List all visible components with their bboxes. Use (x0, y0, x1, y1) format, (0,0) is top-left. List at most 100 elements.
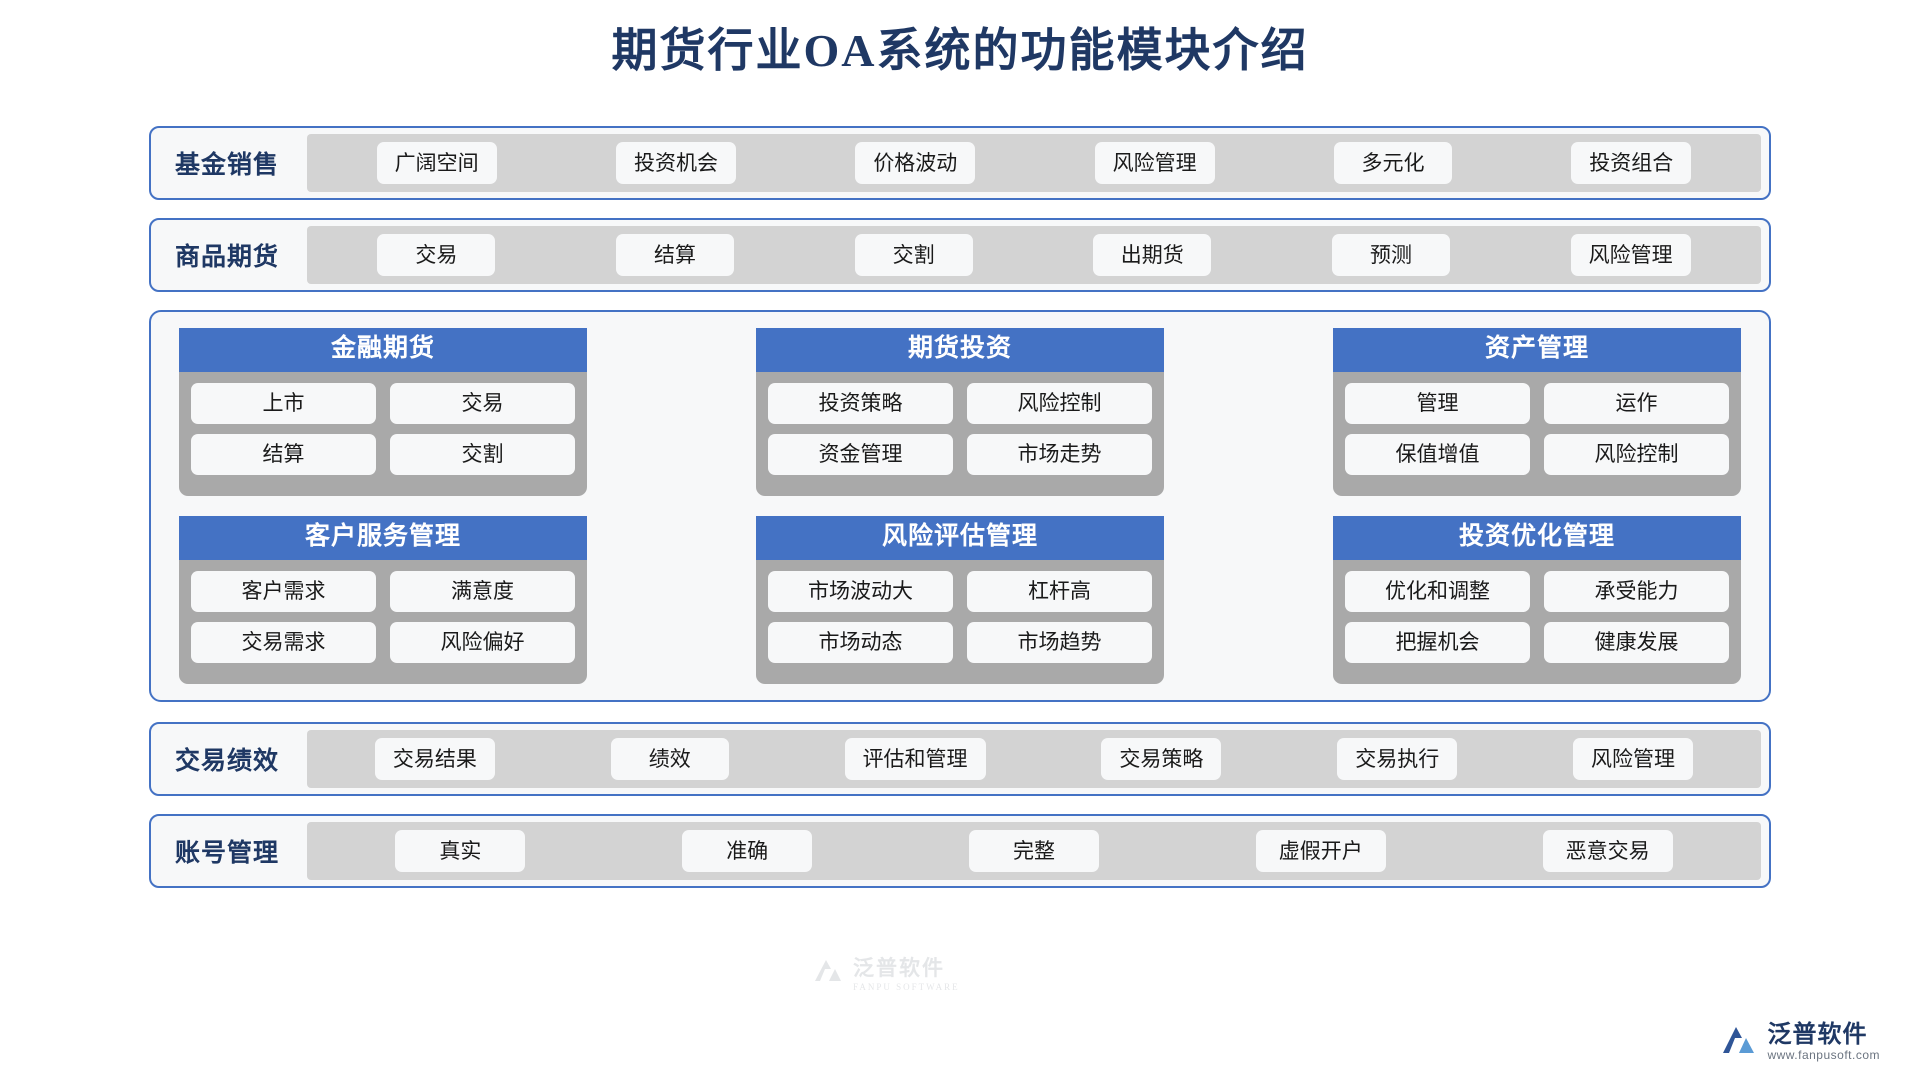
card-financial-futures[interactable]: 金融期货 上市 交易 结算 交割 (179, 328, 587, 496)
chip-commodity-0[interactable]: 交易 (377, 233, 496, 277)
chip-performance-2[interactable]: 评估和管理 (844, 737, 986, 781)
chip-fund-4[interactable]: 多元化 (1333, 141, 1452, 185)
card-chip-2[interactable]: 资金管理 (768, 433, 953, 476)
row-strip-account-management: 真实 准确 完整 虚假开户 恶意交易 (307, 822, 1761, 880)
chip-performance-3[interactable]: 交易策略 (1101, 737, 1222, 781)
card-line: 结算 交割 (191, 433, 575, 476)
card-asset-management[interactable]: 资产管理 管理 运作 保值增值 风险控制 (1333, 328, 1741, 496)
card-chip-0[interactable]: 投资策略 (768, 382, 953, 424)
card-chip-1[interactable]: 交易 (390, 382, 575, 424)
chip-performance-1[interactable]: 绩效 (610, 737, 729, 781)
chip-account-0[interactable]: 真实 (395, 829, 526, 873)
card-title-investment-optimization-management: 投资优化管理 (1333, 516, 1741, 560)
card-line: 上市 交易 (191, 382, 575, 424)
card-chip-1[interactable]: 风险控制 (967, 382, 1152, 424)
card-line: 市场波动大 杠杆高 (768, 570, 1152, 612)
row-commodity-futures: 商品期货 交易 结算 交割 出期货 预测 风险管理 (149, 218, 1771, 292)
card-chip-2[interactable]: 交易需求 (191, 621, 376, 664)
brand-url: www.fanpusoft.com (1767, 1047, 1880, 1062)
card-chip-0[interactable]: 优化和调整 (1345, 570, 1530, 612)
module-grid-row-1: 金融期货 上市 交易 结算 交割 期货投资 (179, 328, 1741, 496)
chip-fund-2[interactable]: 价格波动 (855, 141, 976, 185)
card-title-asset-management: 资产管理 (1333, 328, 1741, 372)
card-body-risk-assessment-management: 市场波动大 杠杆高 市场动态 市场趋势 (756, 559, 1164, 684)
brand-text: 泛普软件 www.fanpusoft.com (1767, 1022, 1880, 1062)
card-futures-investment[interactable]: 期货投资 投资策略 风险控制 资金管理 市场走势 (756, 328, 1164, 496)
card-body-financial-futures: 上市 交易 结算 交割 (179, 371, 587, 496)
row-strip-commodity-futures: 交易 结算 交割 出期货 预测 风险管理 (307, 226, 1761, 284)
chip-commodity-3[interactable]: 出期货 (1093, 233, 1212, 277)
card-line: 资金管理 市场走势 (768, 433, 1152, 476)
card-chip-3[interactable]: 风险偏好 (390, 621, 575, 664)
chip-account-4[interactable]: 恶意交易 (1542, 829, 1673, 873)
watermark-logo-icon (811, 955, 845, 989)
card-chip-0[interactable]: 客户需求 (191, 570, 376, 612)
chip-fund-3[interactable]: 风险管理 (1094, 141, 1215, 185)
card-chip-2[interactable]: 结算 (191, 433, 376, 476)
card-investment-optimization-management[interactable]: 投资优化管理 优化和调整 承受能力 把握机会 健康发展 (1333, 516, 1741, 684)
row-account-management: 账号管理 真实 准确 完整 虚假开户 恶意交易 (149, 814, 1771, 888)
row-label-fund-sales: 基金销售 (175, 152, 280, 179)
row-label-account-management: 账号管理 (175, 840, 280, 867)
card-chip-3[interactable]: 市场趋势 (967, 621, 1152, 664)
card-chip-3[interactable]: 市场走势 (967, 433, 1152, 476)
card-chip-3[interactable]: 交割 (390, 433, 575, 476)
chip-fund-1[interactable]: 投资机会 (615, 141, 736, 185)
chip-commodity-2[interactable]: 交割 (854, 233, 973, 277)
chip-commodity-5[interactable]: 风险管理 (1570, 233, 1691, 277)
row-label-commodity-futures: 商品期货 (175, 244, 280, 271)
watermark-cn: 泛普软件 (853, 956, 945, 980)
card-chip-2[interactable]: 保值增值 (1345, 433, 1530, 476)
brand-logo: 泛普软件 www.fanpusoft.com (1720, 1022, 1880, 1062)
card-body-asset-management: 管理 运作 保值增值 风险控制 (1333, 371, 1741, 496)
chip-fund-0[interactable]: 广阔空间 (376, 141, 497, 185)
chip-fund-5[interactable]: 投资组合 (1571, 141, 1692, 185)
brand-name: 泛普软件 (1767, 1022, 1868, 1049)
card-title-risk-assessment-management: 风险评估管理 (756, 516, 1164, 560)
card-title-futures-investment: 期货投资 (756, 328, 1164, 372)
card-chip-1[interactable]: 承受能力 (1544, 570, 1729, 612)
chip-performance-5[interactable]: 风险管理 (1573, 737, 1694, 781)
card-line: 投资策略 风险控制 (768, 382, 1152, 424)
card-chip-1[interactable]: 运作 (1544, 382, 1729, 424)
chip-performance-4[interactable]: 交易执行 (1337, 737, 1458, 781)
page-title: 期货行业OA系统的功能模块介绍 (611, 25, 1309, 76)
chip-account-2[interactable]: 完整 (968, 829, 1099, 873)
row-label-trading-performance: 交易绩效 (175, 748, 280, 775)
card-chip-0[interactable]: 上市 (191, 382, 376, 424)
card-chip-0[interactable]: 市场波动大 (768, 570, 953, 612)
module-grid: 金融期货 上市 交易 结算 交割 期货投资 (179, 328, 1741, 684)
card-chip-2[interactable]: 市场动态 (768, 621, 953, 664)
watermark: 泛普软件 FANPU SOFTWARE (811, 952, 960, 992)
card-line: 市场动态 市场趋势 (768, 621, 1152, 664)
card-line: 把握机会 健康发展 (1345, 621, 1729, 664)
card-chip-1[interactable]: 满意度 (390, 570, 575, 612)
fanpu-logo-icon (1720, 1023, 1758, 1061)
chip-performance-0[interactable]: 交易结果 (374, 737, 495, 781)
card-chip-3[interactable]: 健康发展 (1544, 621, 1729, 664)
card-line: 交易需求 风险偏好 (191, 621, 575, 664)
card-chip-1[interactable]: 杠杆高 (967, 570, 1152, 612)
card-line: 管理 运作 (1345, 382, 1729, 424)
card-chip-3[interactable]: 风险控制 (1544, 433, 1729, 476)
chip-commodity-4[interactable]: 预测 (1331, 233, 1450, 277)
card-body-investment-optimization-management: 优化和调整 承受能力 把握机会 健康发展 (1333, 559, 1741, 684)
card-line: 客户需求 满意度 (191, 570, 575, 612)
card-line: 优化和调整 承受能力 (1345, 570, 1729, 612)
card-title-financial-futures: 金融期货 (179, 328, 587, 372)
row-trading-performance: 交易绩效 交易结果 绩效 评估和管理 交易策略 交易执行 风险管理 (149, 722, 1771, 796)
card-chip-2[interactable]: 把握机会 (1345, 621, 1530, 664)
module-grid-panel: 泛普软件 FANPU SOFTWARE 金融期货 上市 交易 结算 交割 (149, 310, 1771, 992)
card-chip-0[interactable]: 管理 (1345, 382, 1530, 424)
card-line: 保值增值 风险控制 (1345, 433, 1729, 476)
card-title-customer-service-management: 客户服务管理 (179, 516, 587, 560)
row-strip-trading-performance: 交易结果 绩效 评估和管理 交易策略 交易执行 风险管理 (307, 730, 1761, 788)
chip-commodity-1[interactable]: 结算 (615, 233, 734, 277)
chip-account-1[interactable]: 准确 (682, 829, 813, 873)
card-body-futures-investment: 投资策略 风险控制 资金管理 市场走势 (756, 371, 1164, 496)
card-risk-assessment-management[interactable]: 风险评估管理 市场波动大 杠杆高 市场动态 市场趋势 (756, 516, 1164, 684)
chip-account-3[interactable]: 虚假开户 (1255, 829, 1386, 873)
row-strip-fund-sales: 广阔空间 投资机会 价格波动 风险管理 多元化 投资组合 (307, 134, 1761, 192)
card-customer-service-management[interactable]: 客户服务管理 客户需求 满意度 交易需求 风险偏好 (179, 516, 587, 684)
